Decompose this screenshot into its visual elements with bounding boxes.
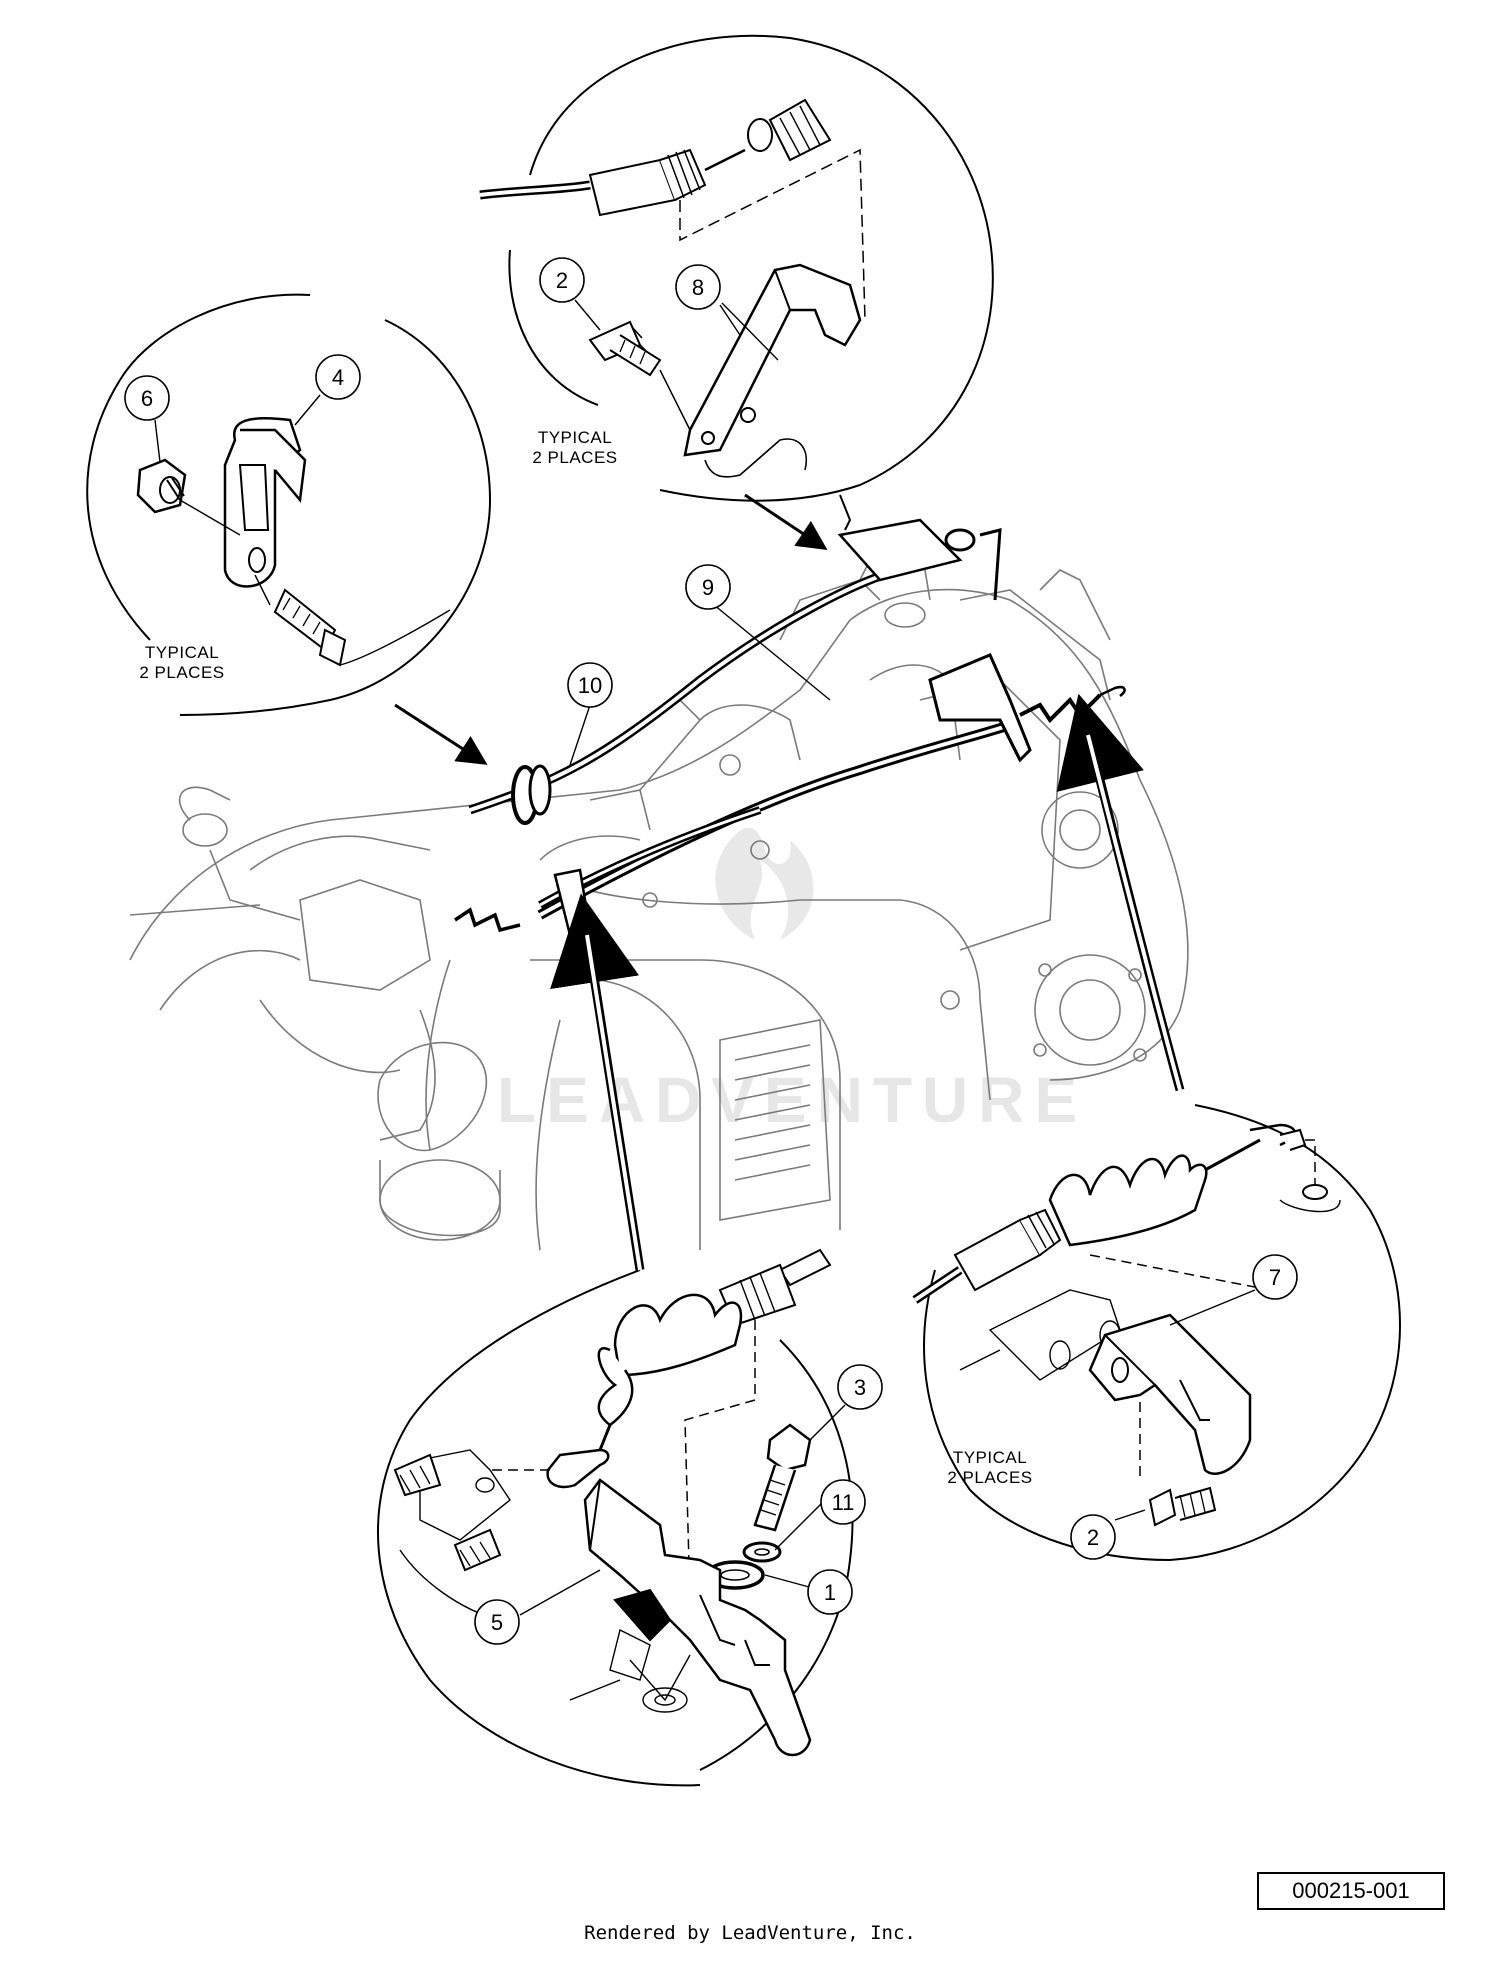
callout-1: 1 xyxy=(824,1580,836,1605)
detail-circle-top: 2 8 TYPICAL 2 PLACES xyxy=(479,34,994,550)
callout-5: 5 xyxy=(491,1610,503,1635)
note-left-line2: 2 PLACES xyxy=(139,663,224,682)
callout-11: 11 xyxy=(832,1490,855,1515)
callout-3: 3 xyxy=(854,1375,866,1400)
callout-4: 4 xyxy=(332,365,344,390)
callout-10: 10 xyxy=(578,673,602,698)
engine-assembly xyxy=(129,539,1189,1251)
detail-circle-bottom-left: 3 11 1 5 xyxy=(377,893,883,1787)
callout-8: 8 xyxy=(692,275,704,300)
note-br-line2: 2 PLACES xyxy=(947,1468,1032,1487)
watermark: LEADVENTURE xyxy=(497,827,1087,1136)
drawing-code-box: 000215-001 xyxy=(1257,1872,1445,1910)
callout-9: 9 xyxy=(702,575,714,600)
note-br-line1: TYPICAL xyxy=(953,1448,1027,1467)
callout-7: 7 xyxy=(1269,1265,1281,1290)
callout-2-top: 2 xyxy=(556,268,568,293)
note-top-line2: 2 PLACES xyxy=(532,448,617,467)
callout-2-bottom-right: 2 xyxy=(1087,1525,1099,1550)
main-callouts: 9 10 xyxy=(567,564,831,766)
detail-circle-left: 6 4 TYPICAL 2 PLACES xyxy=(86,293,492,765)
note-left-line1: TYPICAL xyxy=(145,643,219,662)
detail-circle-bottom-right: 7 2 TYPICAL 2 PLACES xyxy=(912,693,1401,1562)
note-top-line1: TYPICAL xyxy=(538,428,612,447)
watermark-text: LEADVENTURE xyxy=(497,1064,1087,1136)
render-credit: Rendered by LeadVenture, Inc. xyxy=(584,1922,916,1944)
drawing-code: 000215-001 xyxy=(1292,1878,1410,1903)
callout-6: 6 xyxy=(141,386,153,411)
